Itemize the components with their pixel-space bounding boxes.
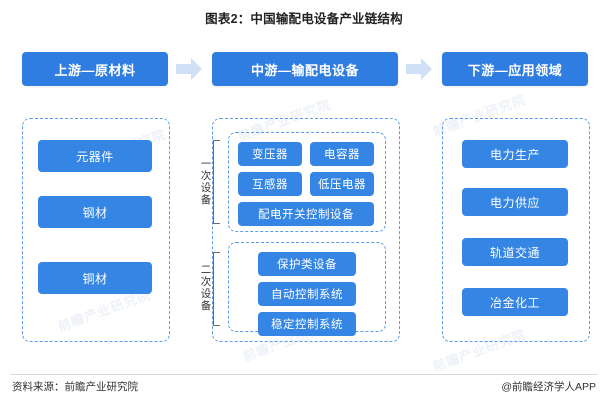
upstream-item-2[interactable]: 钢材 bbox=[38, 196, 152, 228]
secondary-equipment-bracket bbox=[213, 252, 220, 326]
midstream-primary-item-2[interactable]: 电容器 bbox=[310, 142, 374, 166]
upstream-panel bbox=[22, 118, 170, 342]
downstream-item-3[interactable]: 轨道交通 bbox=[462, 238, 568, 266]
page-title: 图表2：中国输配电设备产业链结构 bbox=[205, 12, 403, 26]
upstream-header: 上游—原材料 bbox=[22, 52, 168, 86]
midstream-panel bbox=[212, 118, 400, 342]
upstream-item-1[interactable]: 元器件 bbox=[38, 140, 152, 172]
downstream-item-4[interactable]: 冶金化工 bbox=[462, 288, 568, 316]
midstream-primary-item-3[interactable]: 互感器 bbox=[238, 172, 302, 196]
arrow-right-icon bbox=[406, 58, 432, 80]
midstream-primary-item-5[interactable]: 配电开关控制设备 bbox=[238, 202, 374, 226]
midstream-secondary-item-2[interactable]: 自动控制系统 bbox=[258, 282, 356, 306]
downstream-panel bbox=[442, 118, 590, 342]
midstream-secondary-item-3[interactable]: 稳定控制系统 bbox=[258, 312, 356, 336]
downstream-header: 下游—应用领域 bbox=[442, 52, 588, 86]
primary-equipment-bracket bbox=[213, 140, 220, 224]
midstream-primary-item-1[interactable]: 变压器 bbox=[238, 142, 302, 166]
arrow-right-icon bbox=[176, 58, 202, 80]
primary-equipment-label: 一次设备 bbox=[200, 158, 212, 206]
primary-equipment-group bbox=[228, 132, 386, 232]
footer-divider bbox=[10, 374, 598, 375]
midstream-header: 中游—输配电设备 bbox=[212, 52, 398, 86]
downstream-item-1[interactable]: 电力生产 bbox=[462, 140, 568, 168]
upstream-item-3[interactable]: 铜材 bbox=[38, 262, 152, 294]
account-text: @前瞻经济学人APP bbox=[501, 381, 596, 393]
secondary-equipment-label: 二次设备 bbox=[200, 264, 212, 312]
downstream-item-2[interactable]: 电力供应 bbox=[462, 188, 568, 216]
source-text: 资料来源：前瞻产业研究院 bbox=[12, 381, 138, 393]
midstream-primary-item-4[interactable]: 低压电器 bbox=[310, 172, 374, 196]
midstream-secondary-item-1[interactable]: 保护类设备 bbox=[258, 252, 356, 276]
